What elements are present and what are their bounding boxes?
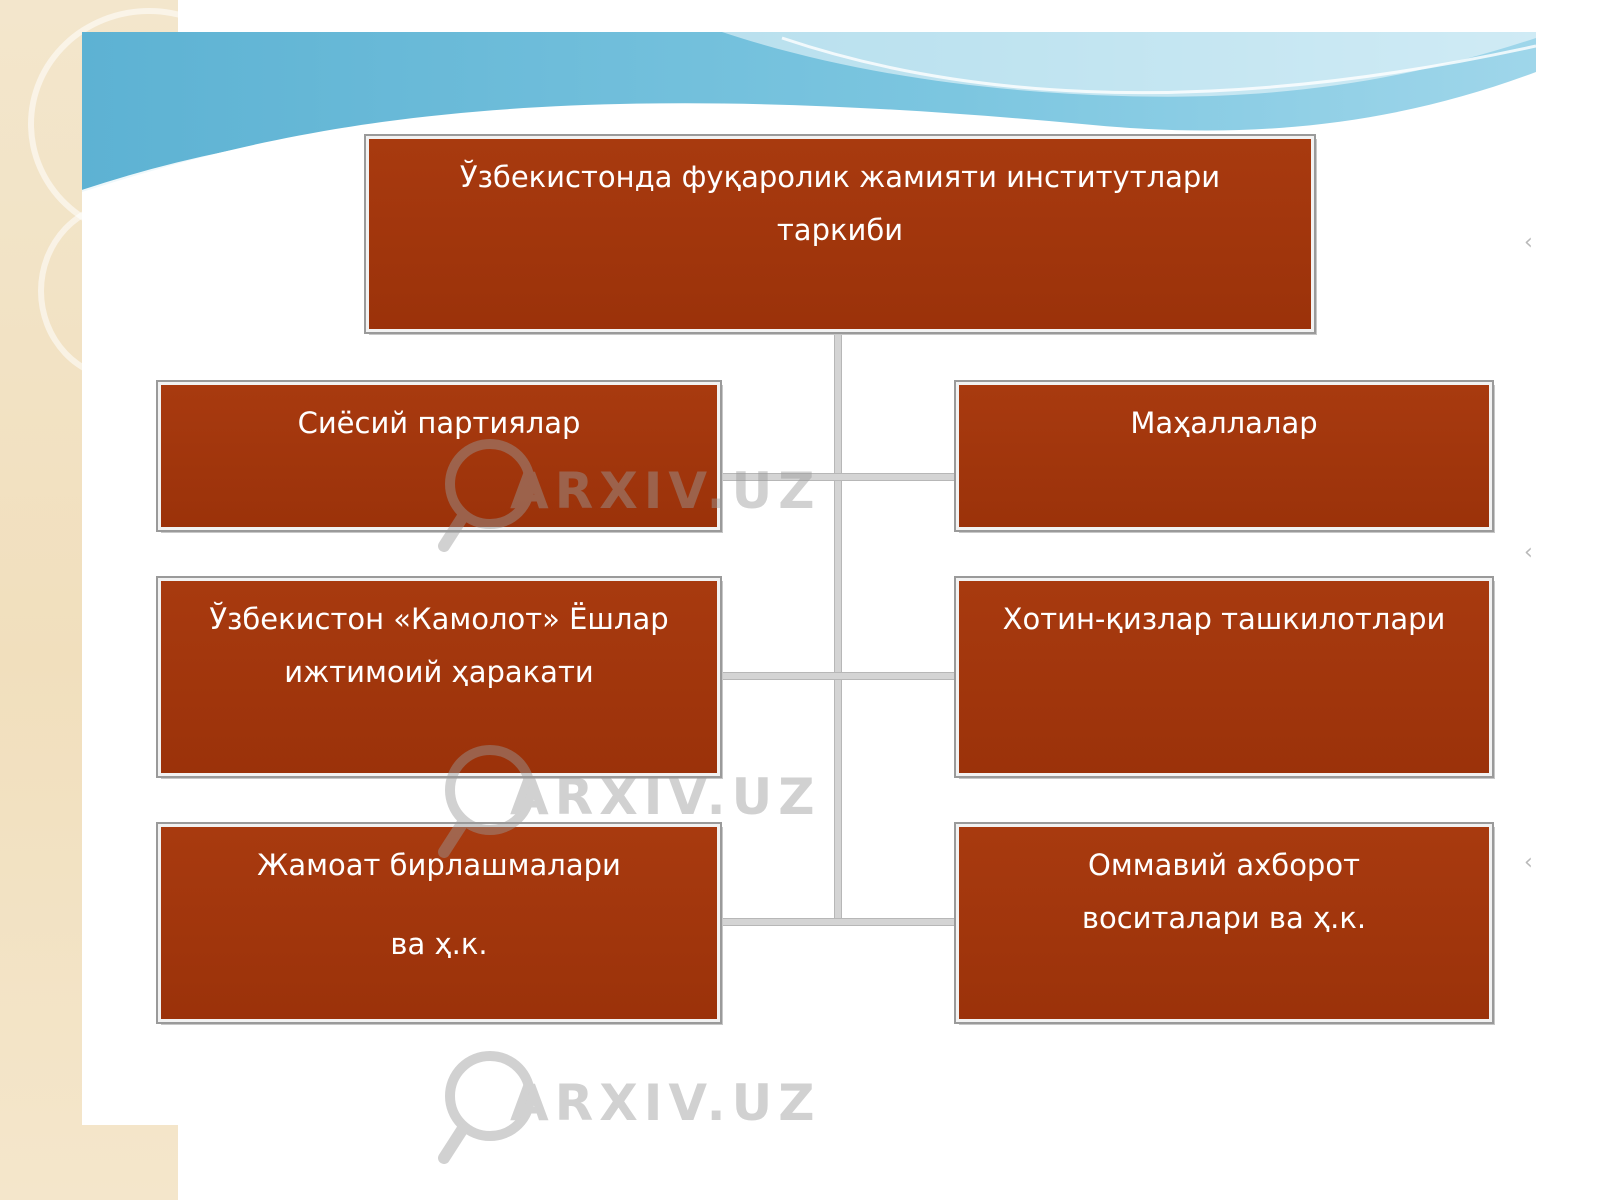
connector-row3 — [720, 918, 956, 926]
node-kamolot: Ўзбекистон «Камолот» Ёшлар ижтимоий ҳара… — [156, 576, 722, 778]
connector-row2 — [720, 672, 956, 680]
watermark-text: ARXIV.UZ — [510, 1074, 821, 1132]
root-title-line1: Ўзбекистонда фуқаролик жамияти институтл… — [459, 160, 1221, 194]
watermark: ARXIV.UZ — [438, 745, 826, 858]
node-label: Оммавий ахборот — [1088, 848, 1360, 882]
wave-banner — [82, 32, 1536, 194]
root-box: Ўзбекистонда фуқаролик жамияти институтл… — [364, 134, 1316, 334]
node-label: Жамоат бирлашмалари — [257, 848, 621, 882]
node-label: ижтимоий ҳаракати — [284, 655, 594, 689]
magnifier-icon — [438, 439, 535, 552]
connector-row1 — [720, 473, 956, 481]
node-label: Хотин-қизлар ташкилотлари — [1002, 602, 1446, 636]
magnifier-icon — [438, 1051, 535, 1164]
node-label: Ўзбекистон «Камолот» Ёшлар — [209, 602, 669, 636]
node-label: Сиёсий партиялар — [297, 406, 581, 440]
node-public-associations: Жамоат бирлашмалари ва ҳ.к. — [156, 822, 722, 1024]
root-title-line2: таркиби — [776, 213, 904, 247]
node-label: воситалари ва ҳ.к. — [1081, 901, 1367, 935]
watermark: ARXIV.UZ — [438, 439, 826, 552]
node-label: Маҳаллалар — [1130, 406, 1318, 440]
magnifier-icon — [438, 745, 535, 858]
node-political-parties: Сиёсий партиялар — [156, 380, 722, 532]
slide-bottom — [178, 1125, 1600, 1200]
watermark-text: ARXIV.UZ — [510, 462, 821, 520]
bullet-mark: ‹ — [1524, 850, 1533, 875]
node-mahallas: Маҳаллалар — [954, 380, 1494, 532]
node-women-organizations: Хотин-қизлар ташкилотлари — [954, 576, 1494, 778]
watermark-text: ARXIV.UZ — [510, 768, 821, 826]
connector-trunk — [834, 332, 842, 924]
node-mass-media: Оммавий ахборот воситалари ва ҳ.к. — [954, 822, 1494, 1024]
watermark: ARXIV.UZ — [438, 1051, 826, 1164]
bullet-mark: ‹ — [1524, 230, 1533, 255]
node-label: ва ҳ.к. — [390, 927, 488, 961]
bullet-mark: ‹ — [1524, 540, 1533, 565]
